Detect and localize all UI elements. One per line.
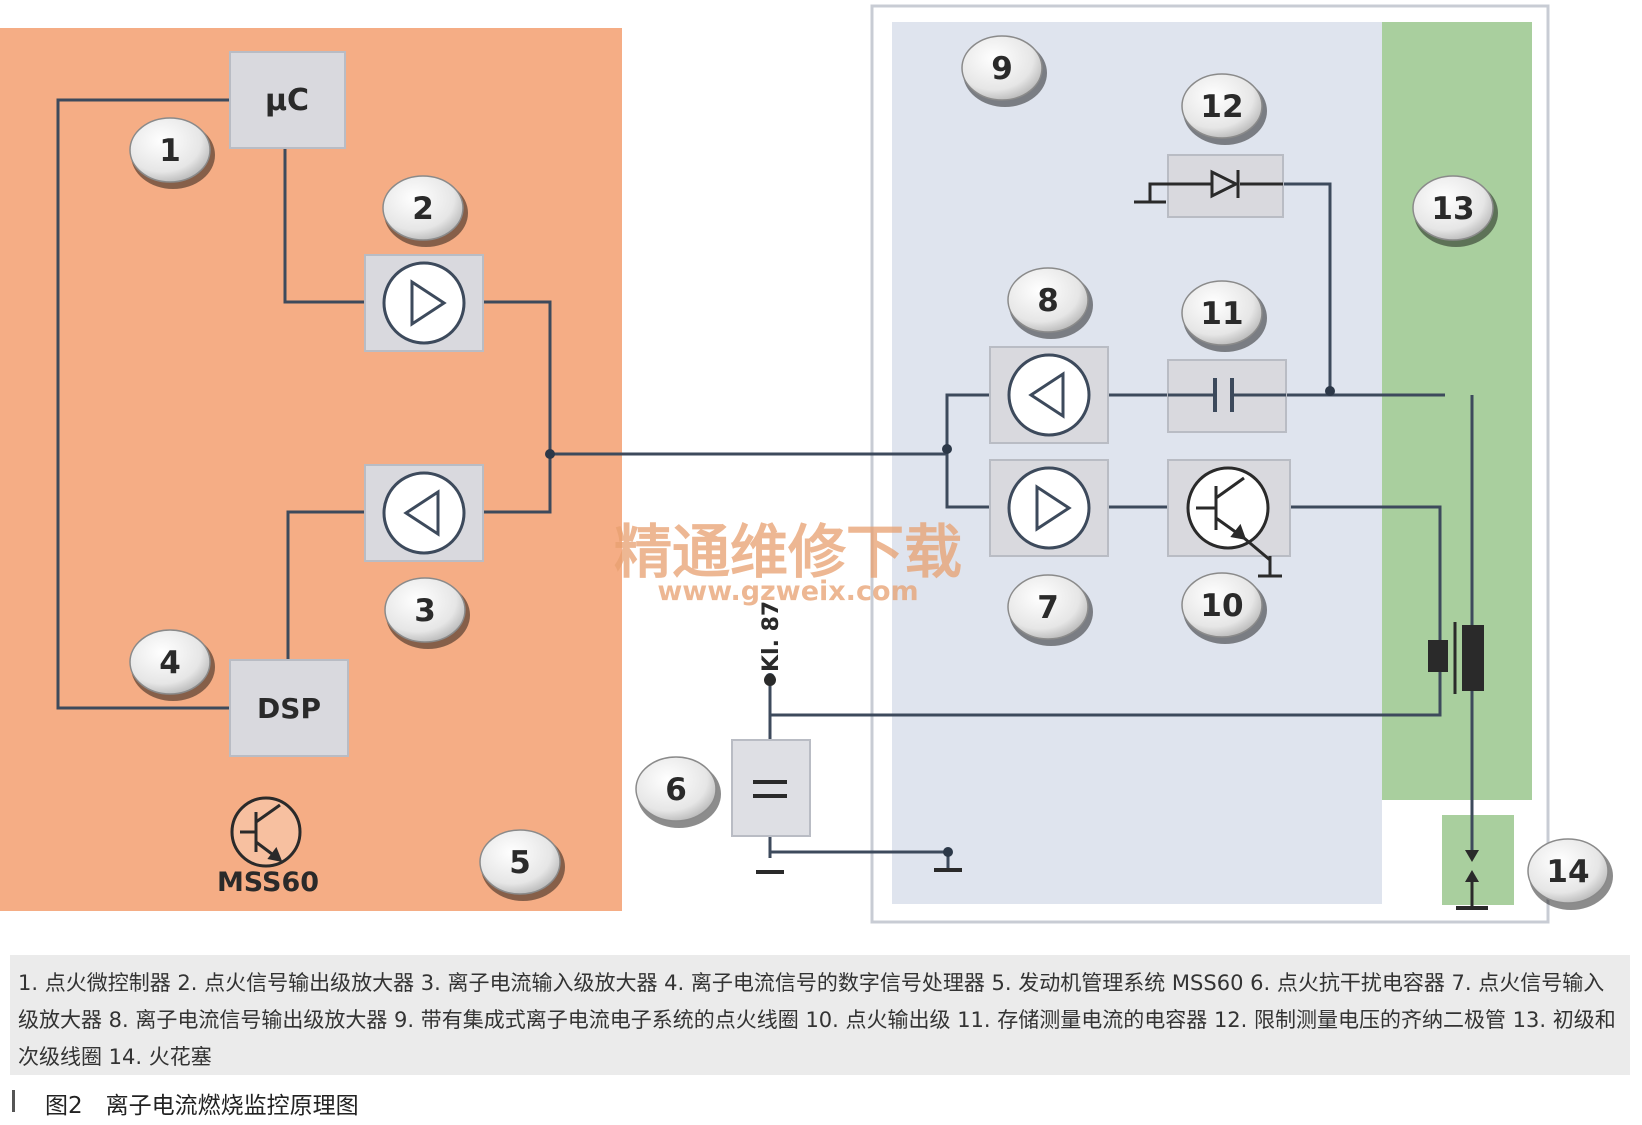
callout-number: 12: [1200, 89, 1243, 125]
ignition-output-stage: [1167, 459, 1291, 578]
callout-number: 10: [1200, 588, 1243, 624]
callout-7: 7: [1007, 574, 1093, 646]
figure-title: 图2 离子电流燃烧监控原理图: [45, 1093, 359, 1119]
callout-5: 5: [479, 829, 565, 901]
caption-panel: [10, 955, 1630, 1075]
microcontroller-block: μC: [229, 51, 346, 149]
figure-legend: 1. 点火微控制器 2. 点火信号输出级放大器 3. 离子电流输入级放大器 4.…: [18, 971, 1616, 1069]
coil-panel: [892, 22, 1382, 904]
dsp-block: DSP: [229, 659, 349, 757]
ignition-coil-windings: [1428, 622, 1484, 694]
callout-2: 2: [382, 175, 468, 247]
figure-marker: [12, 1090, 15, 1112]
callout-9: 9: [961, 35, 1047, 107]
watermark-url: www.gzweix.com: [657, 576, 918, 607]
zener-diode: [1134, 154, 1284, 218]
callout-number: 14: [1546, 854, 1589, 890]
callout-number: 3: [414, 593, 436, 629]
ecu-panel: [0, 28, 622, 911]
callout-10: 10: [1181, 572, 1267, 644]
winding-panel: [1382, 22, 1532, 800]
ion-current-output-amplifier: [989, 346, 1109, 444]
callout-11: 11: [1181, 280, 1267, 352]
kl87-label: Kl. 87: [759, 601, 784, 672]
callout-number: 1: [159, 133, 181, 169]
callout-number: 2: [412, 191, 434, 227]
ignition-output-amplifier: [364, 254, 484, 352]
svg-text:DSP: DSP: [257, 692, 321, 725]
ground-symbol: [756, 868, 962, 874]
callout-number: 13: [1431, 191, 1474, 227]
measuring-capacitor: [1167, 359, 1287, 433]
callout-3: 3: [384, 577, 470, 649]
callout-6: 6: [635, 756, 721, 828]
suppression-capacitor: [731, 739, 811, 837]
callout-8: 8: [1007, 267, 1093, 339]
callout-1: 1: [129, 117, 215, 189]
svg-text:μC: μC: [265, 83, 309, 118]
callout-number: 7: [1037, 590, 1059, 626]
mss60-label: MSS60: [217, 867, 319, 898]
callout-number: 5: [509, 845, 531, 881]
callout-number: 4: [159, 645, 181, 681]
callout-13: 13: [1412, 175, 1498, 247]
kl87-terminal: [764, 674, 776, 686]
callout-number: 6: [665, 772, 687, 808]
callout-14: 14: [1527, 838, 1613, 910]
spark-plug-gap: [1456, 850, 1488, 910]
ion-current-input-amplifier: [364, 464, 484, 562]
callout-4: 4: [129, 629, 215, 701]
mss60-transistor-icon: [230, 796, 302, 868]
callout-12: 12: [1181, 73, 1267, 145]
ignition-input-amplifier: [989, 459, 1109, 557]
callout-number: 8: [1037, 283, 1059, 319]
callout-number: 9: [991, 51, 1013, 87]
watermark-title: 精通维修下载: [614, 518, 962, 586]
spark-plug-panel: [1442, 815, 1514, 905]
callout-number: 11: [1200, 296, 1243, 332]
